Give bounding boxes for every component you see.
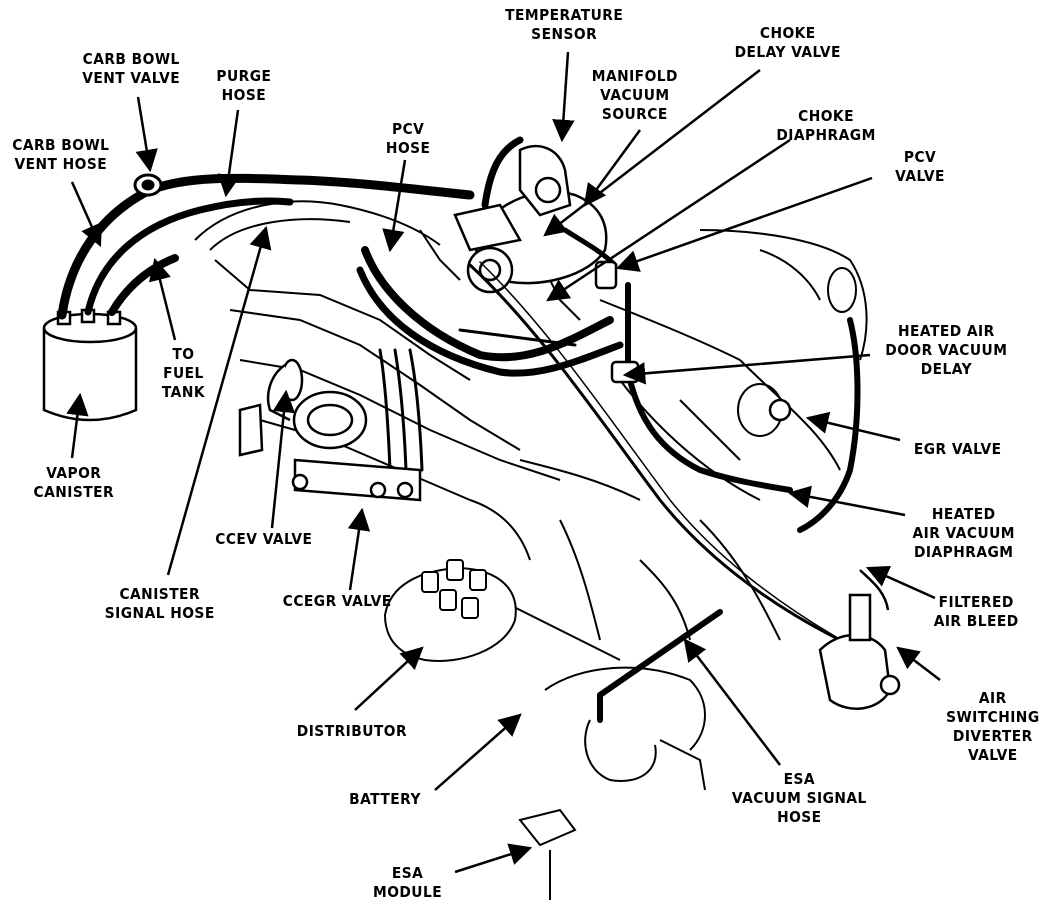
vacuum-lines	[356, 136, 861, 723]
battery-esa-drawing	[518, 666, 706, 900]
label-ccev-valve: CCEV VALVE	[215, 530, 313, 548]
label-ccegr-valve: CCEGR VALVE	[282, 592, 392, 610]
ccev-ccegr-drawing	[238, 358, 422, 502]
distributor-drawing	[383, 559, 517, 662]
vapor-canister-drawing	[42, 308, 138, 422]
leader-arrows	[66, 51, 941, 874]
carburetor-drawing	[453, 144, 608, 294]
label-distributor: DISTRIBUTOR	[296, 722, 408, 740]
label-egr-valve: EGR VALVE	[913, 440, 1002, 458]
air-switching-diverter-valve-drawing	[818, 569, 901, 710]
label-battery: BATTERY	[349, 790, 421, 808]
carb-bowl-vent-valve-drawing	[133, 173, 163, 197]
canister-hoses	[57, 173, 475, 320]
